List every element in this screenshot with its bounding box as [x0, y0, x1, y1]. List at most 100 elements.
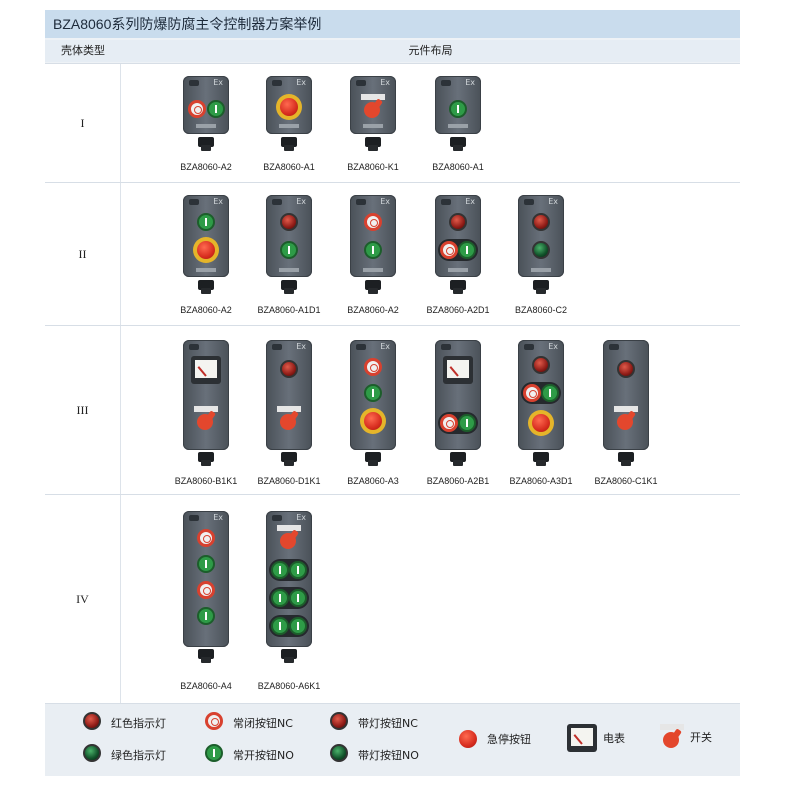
ex-mark: Ex [296, 197, 306, 206]
model-caption: BZA8060-A2D1 [426, 305, 490, 315]
control-box: Ex [518, 195, 564, 277]
model-caption: BZA8060-D1K1 [257, 476, 321, 486]
control-box: Ex [183, 195, 229, 277]
logo-icon [356, 199, 366, 205]
nameplate [448, 268, 468, 272]
estop-icon [276, 94, 302, 120]
table-row-4: IV Ex BZA8060-A4 Ex BZA8060-A6K1 [45, 494, 740, 703]
logo-icon [272, 80, 282, 86]
no-button-icon [289, 561, 307, 579]
legend-item: 带灯按钮NC [330, 712, 418, 734]
lit-no-button-icon [532, 241, 550, 259]
table-row-3: III BZA8060-B1K1 Ex BZA8060-D1K1 Ex BZA8… [45, 325, 740, 494]
ex-mark: Ex [380, 342, 390, 351]
estop-icon [193, 237, 219, 263]
control-box: Ex [350, 76, 396, 134]
estop-icon [360, 408, 386, 434]
no-button-icon [289, 617, 307, 635]
cable-gland [365, 137, 381, 151]
nc-button-icon [440, 241, 458, 259]
no-button-icon [449, 100, 467, 118]
lit-nc-button-icon [532, 213, 550, 231]
logo-icon [189, 344, 199, 350]
table-row-2: II Ex BZA8060-A2 Ex BZA8060-A1D1 Ex BZA8… [45, 182, 740, 325]
no-button-icon [197, 555, 215, 573]
legend-label: 带灯按钮NC [358, 717, 418, 730]
no-button-icon [364, 384, 382, 402]
meter-icon [191, 356, 221, 384]
table-header: 壳体类型 元件布局 [45, 40, 740, 62]
red-lamp-icon [532, 356, 550, 374]
no-button-icon [280, 241, 298, 259]
control-box: Ex [183, 76, 229, 134]
cable-gland [533, 452, 549, 466]
red-lamp-icon [617, 360, 635, 378]
no-button-icon [458, 414, 476, 432]
model-caption: BZA8060-A6K1 [257, 681, 321, 691]
ex-mark: Ex [465, 78, 475, 87]
model-caption: BZA8060-A1 [432, 162, 484, 172]
nameplate [448, 124, 468, 128]
legend-label: 红色指示灯 [111, 717, 166, 730]
cable-gland [450, 280, 466, 294]
row-label: III [45, 326, 121, 494]
legend: 红色指示灯 绿色指示灯 常闭按钮NC 常开按钮NO 带灯按钮NC 带灯按钮NO … [45, 703, 740, 776]
ex-mark: Ex [548, 342, 558, 351]
logo-icon [524, 199, 534, 205]
meter-icon [443, 356, 473, 384]
nc-button-icon [440, 414, 458, 432]
model-caption: BZA8060-A3 [347, 476, 399, 486]
nc-button-icon [205, 712, 223, 730]
model-caption: BZA8060-A1 [263, 162, 315, 172]
red-lamp-icon [280, 213, 298, 231]
control-box: Ex [350, 195, 396, 277]
selector-switch-icon [277, 525, 301, 549]
logo-icon [441, 80, 451, 86]
button-pair [438, 412, 478, 434]
control-box: Ex [435, 76, 481, 134]
control-box [435, 340, 481, 450]
legend-item: 常开按钮NO [205, 744, 294, 766]
model-caption: BZA8060-C2 [514, 305, 568, 315]
page-title: BZA8060系列防爆防腐主令控制器方案举例 [45, 10, 740, 38]
control-box: Ex [266, 511, 312, 647]
ex-mark: Ex [465, 197, 475, 206]
logo-icon [609, 344, 619, 350]
logo-icon [356, 344, 366, 350]
nc-button-icon [364, 358, 382, 376]
button-pair [521, 382, 561, 404]
header-component-layout: 元件布局 [408, 44, 453, 57]
model-caption: BZA8060-A3D1 [509, 476, 573, 486]
model-caption: BZA8060-A2B1 [426, 476, 490, 486]
button-pair [269, 559, 309, 581]
ex-mark: Ex [213, 78, 223, 87]
control-box: Ex [435, 195, 481, 277]
ex-mark: Ex [296, 513, 306, 522]
button-pair [438, 239, 478, 261]
ex-mark: Ex [213, 197, 223, 206]
logo-icon [189, 515, 199, 521]
logo-icon [272, 344, 282, 350]
no-button-icon [271, 589, 289, 607]
legend-label: 常开按钮NO [233, 749, 294, 762]
nameplate [196, 268, 216, 272]
no-button-icon [541, 384, 559, 402]
nameplate [279, 124, 299, 128]
model-caption: BZA8060-A2 [347, 305, 399, 315]
nameplate [363, 124, 383, 128]
control-box [183, 340, 229, 450]
control-box: Ex [266, 340, 312, 450]
model-caption: BZA8060-K1 [347, 162, 399, 172]
logo-icon [272, 515, 282, 521]
nc-button-icon [197, 581, 215, 599]
legend-label: 电表 [603, 732, 625, 745]
selector-switch-icon [361, 94, 385, 118]
red-lamp-icon [83, 712, 101, 730]
selector-switch-icon [194, 406, 218, 430]
nameplate [279, 268, 299, 272]
green-lamp-icon [83, 744, 101, 762]
legend-item: 红色指示灯 [83, 712, 166, 734]
cable-gland [198, 452, 214, 466]
ex-mark: Ex [296, 342, 306, 351]
legend-label: 开关 [690, 731, 712, 744]
